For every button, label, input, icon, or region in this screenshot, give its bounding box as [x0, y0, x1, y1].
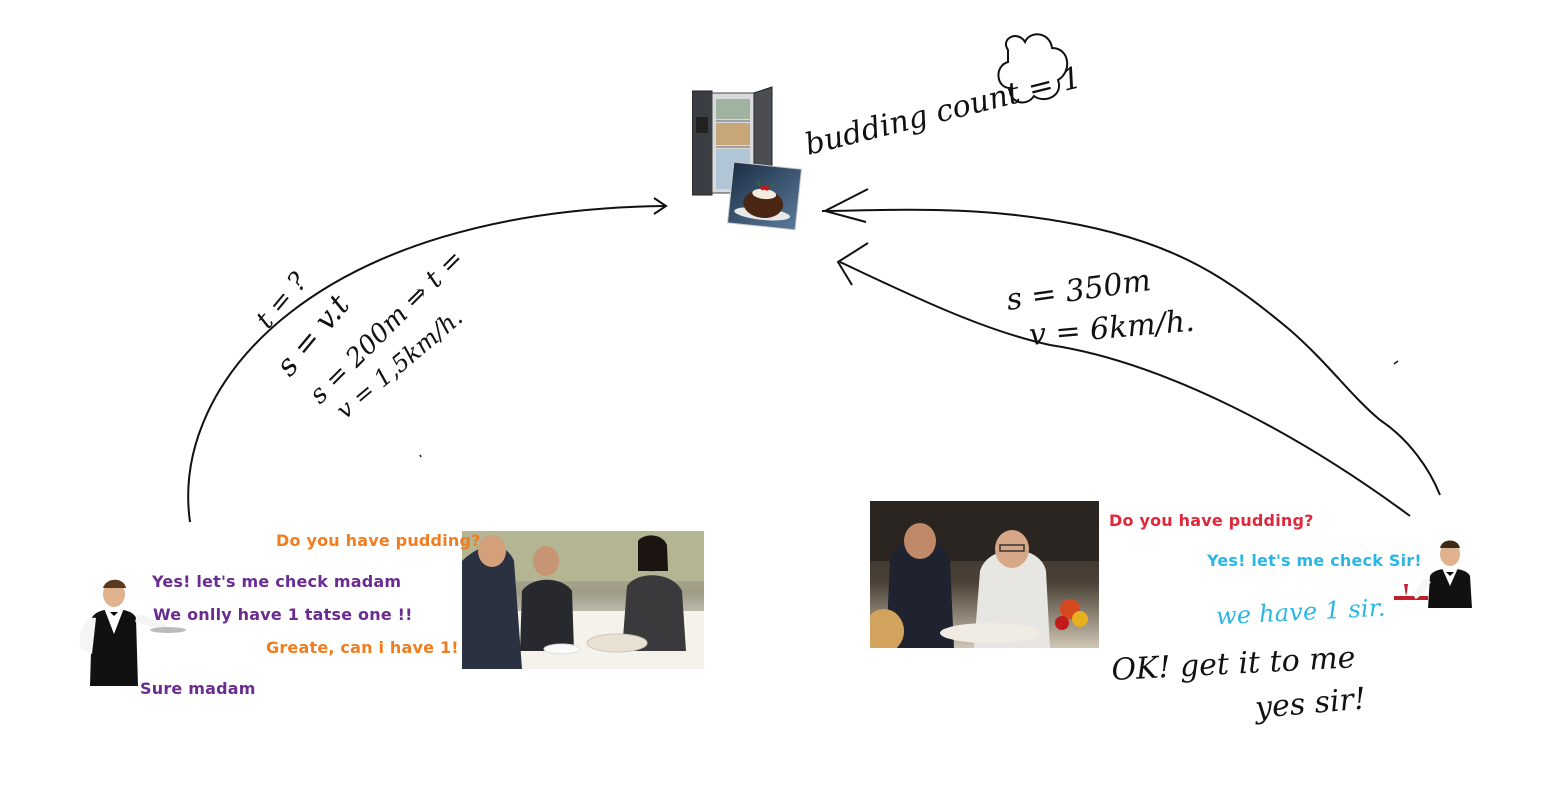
ok-get-it-text: OK! get it to me [1111, 640, 1357, 688]
right-lower-path [839, 261, 1411, 517]
restaurant-photo [462, 531, 704, 669]
right-lower-arrowhead [836, 242, 869, 286]
left-answer-only-one: We onlly have 1 tatse one !! [153, 605, 413, 624]
left-answer-sure: Sure madam [140, 679, 256, 698]
left-question-pudding: Do you have pudding? [276, 531, 481, 550]
left-arrowhead [653, 197, 668, 215]
right-wavy-arrowhead [822, 188, 869, 223]
pudding-count-label: budding count = 1 [801, 60, 1085, 163]
left-question-have-one: Greate, can i have 1! [266, 638, 459, 657]
dinner-photo [870, 501, 1099, 648]
stray-mark [1393, 360, 1399, 365]
left-answer-check: Yes! let's me check madam [152, 572, 402, 591]
right-wavy-path [821, 208, 1441, 496]
cloud-outline [997, 33, 1068, 104]
waiter-image [74, 578, 186, 686]
right-question-pudding: Do you have pudding? [1109, 511, 1314, 530]
yes-sir-text: yes sir! [1252, 681, 1368, 726]
pudding-image [728, 162, 801, 230]
stray-mark [419, 454, 422, 458]
right-answer-check: Yes! let's me check Sir! [1207, 551, 1422, 570]
left-arrow-path [187, 205, 666, 523]
waiter-image [1392, 540, 1488, 608]
